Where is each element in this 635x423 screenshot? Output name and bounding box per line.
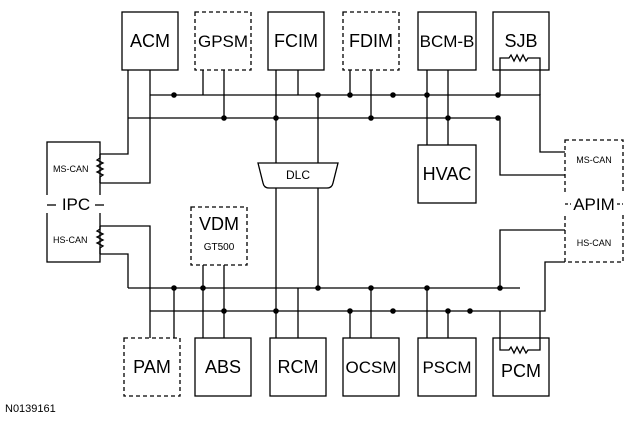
module-gpsm-label: GPSM [198,32,248,51]
module-fdim-label: FDIM [349,31,393,51]
module-abs-label: ABS [205,357,241,377]
module-ipc: MS-CAN IPC HS-CAN [44,141,105,263]
ipc-hs-can-label: HS-CAN [53,235,88,245]
module-hvac-label: HVAC [423,164,472,184]
module-fdim: FDIM [342,11,400,71]
ms-can-junctions [171,92,501,121]
top-module-stubs [127,70,541,118]
apim-ms-can-label: MS-CAN [576,155,612,165]
module-pcm-label: PCM [501,361,541,381]
module-fcim: FCIM [267,11,325,71]
dlc-label: DLC [286,168,310,182]
module-apim: MS-CAN APIM HS-CAN [560,139,628,263]
module-pam-label: PAM [133,357,171,377]
vdm-label: VDM [199,214,239,234]
module-acm: ACM [121,11,179,71]
hs-can-junctions [171,285,503,314]
ipc-ms-can-resistor [95,154,105,183]
module-hvac: HVAC [417,144,477,204]
module-pscm-label: PSCM [422,358,471,377]
module-fcim-label: FCIM [274,31,318,51]
figure-id: N0139161 [5,403,56,415]
dlc-trunk [275,95,319,311]
module-bcm-b-label: BCM-B [420,32,475,51]
ms-can-bus [100,94,565,184]
module-gpsm: GPSM [194,11,252,71]
module-rcm-label: RCM [278,357,319,377]
module-acm-label: ACM [130,31,170,51]
module-bcm-b: BCM-B [417,11,477,71]
vdm-sub-label: GT500 [204,242,235,253]
hvac-stubs [426,95,449,145]
module-ocsm-label: OCSM [346,358,397,377]
bottom-module-stubs [149,288,541,338]
vdm-stubs [202,265,225,311]
module-pam: PAM [123,337,181,397]
module-abs: ABS [194,337,252,397]
hs-can-bus [100,225,565,312]
module-sjb-label: SJB [504,31,537,51]
sjb-termination-resistor [499,53,541,70]
ipc-ms-can-label: MS-CAN [53,164,89,174]
ipc-hs-can-resistor [95,226,105,254]
ipc-label: IPC [62,195,90,214]
dlc-connector: DLC [257,162,339,189]
module-sjb: SJB [492,11,550,71]
apim-hs-can-label: HS-CAN [577,238,612,248]
apim-label: APIM [573,195,615,214]
module-rcm: RCM [269,337,327,397]
module-ocsm: OCSM [342,337,400,397]
module-vdm: VDM GT500 [190,206,248,266]
module-pcm: PCM [492,337,550,397]
module-pscm: PSCM [417,337,477,397]
pcm-termination-resistor [499,338,541,355]
